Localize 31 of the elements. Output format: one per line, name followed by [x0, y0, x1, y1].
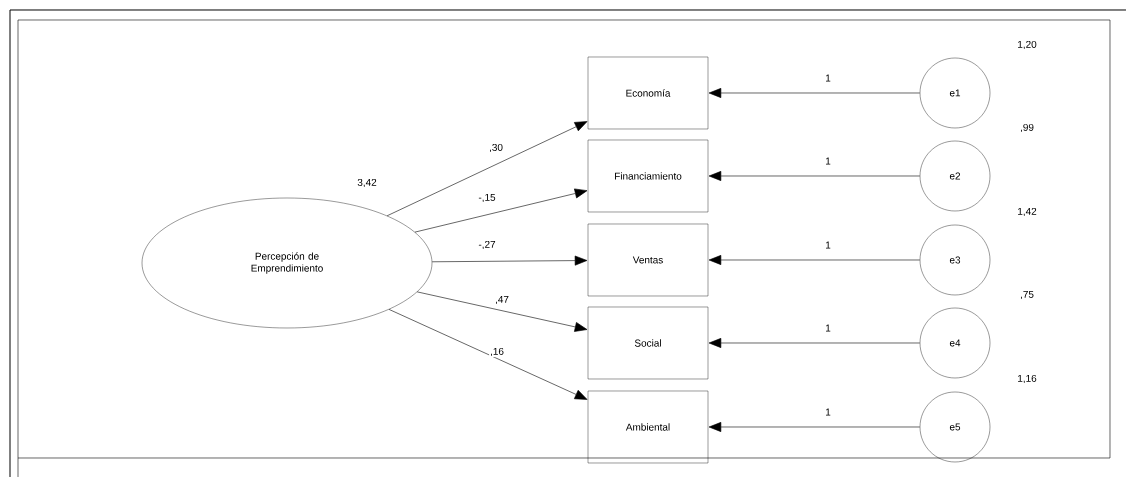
observed-variable-box: Financiamiento	[587, 139, 709, 213]
arrow	[708, 171, 921, 181]
path-coefficient: -,27	[477, 239, 497, 251]
arrow	[708, 338, 921, 348]
arrow	[388, 309, 588, 400]
variance-label: 1,42	[1018, 207, 1037, 217]
arrow	[431, 255, 588, 266]
path-coefficient: -,15	[477, 192, 497, 204]
arrow	[708, 255, 921, 265]
path-coefficient: 1	[824, 323, 832, 333]
path-coefficient: ,16	[489, 346, 505, 358]
path-coefficient: ,30	[488, 142, 504, 154]
arrow	[416, 291, 588, 332]
path-coefficient: ,47	[494, 294, 510, 306]
path-coefficient: 1	[824, 240, 832, 250]
arrow	[708, 88, 921, 98]
arrow	[386, 121, 588, 217]
observed-variable-box: Ventas	[587, 223, 709, 297]
variance-label: 1,20	[1018, 40, 1037, 50]
path-coefficient: 1	[824, 407, 832, 417]
arrow	[708, 422, 921, 432]
variance-label: ,75	[1020, 290, 1034, 300]
variance-label: ,99	[1020, 123, 1034, 133]
arrow	[414, 188, 588, 233]
path-coefficient: 1	[824, 156, 832, 166]
path-coefficient: 1	[824, 73, 832, 83]
variance-label: 1,16	[1018, 374, 1037, 384]
observed-variable-box: Social	[587, 306, 709, 380]
variance-label: 3,42	[357, 178, 377, 188]
observed-variable-box: Economía	[587, 56, 709, 130]
observed-variable-box: Ambiental	[587, 390, 709, 464]
